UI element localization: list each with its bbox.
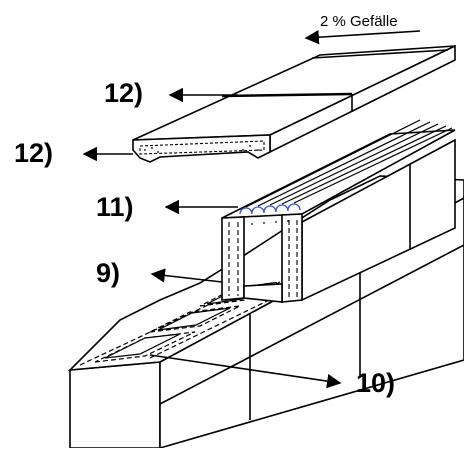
slope-label: 2 % Gefälle xyxy=(320,13,398,30)
reinforcement-bars xyxy=(239,203,301,215)
callout-cap-profile: 12) xyxy=(14,138,53,168)
cell-opening xyxy=(157,307,231,331)
u-block-top-face xyxy=(221,129,456,219)
u-block-dashes xyxy=(228,220,298,298)
u-block-left-wall xyxy=(221,216,245,301)
callout-base-block: 10) xyxy=(356,368,395,398)
cap-joint-top xyxy=(221,92,353,98)
cap-slab xyxy=(132,44,456,163)
reinforcement-lines xyxy=(245,119,453,208)
slope-arrow xyxy=(304,30,421,45)
reinforcement-dots xyxy=(251,220,289,225)
cap-profile-dots xyxy=(144,145,259,153)
cell-opening xyxy=(104,333,181,359)
u-block-right-wall xyxy=(281,213,303,303)
callout-arrows xyxy=(82,87,342,389)
base-block-front-face xyxy=(69,361,161,449)
cap-profile-dashes xyxy=(139,140,265,155)
arrow-base-block xyxy=(149,354,342,389)
slope-indicator: 2 % Gefälle xyxy=(304,13,421,45)
joint-line xyxy=(159,244,464,405)
cell-outline xyxy=(149,305,241,333)
callout-top-cap: 12) xyxy=(104,78,143,108)
cell-outline xyxy=(94,331,196,363)
u-block-bottom xyxy=(243,283,283,303)
cap-edge-line xyxy=(311,49,449,59)
callout-reinforcement: 11) xyxy=(96,192,134,222)
callout-labels: 12) 12) 11) 9) 10) xyxy=(14,78,395,398)
rebar-section xyxy=(287,203,301,211)
cap-front-profile xyxy=(132,134,271,163)
arrow-u-block xyxy=(150,268,223,283)
callout-u-block: 9) xyxy=(96,258,120,288)
cell-outline xyxy=(199,281,281,307)
